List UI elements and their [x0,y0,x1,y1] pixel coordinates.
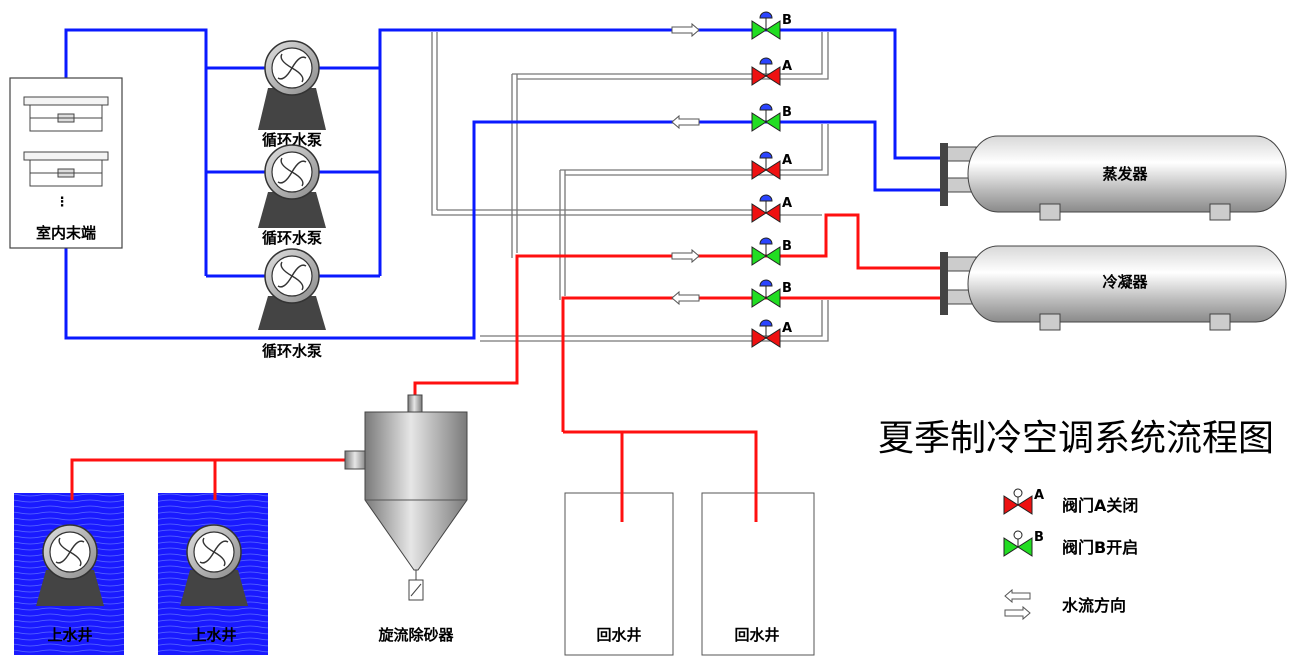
supply-well-1-label: 上水井 [47,626,92,644]
svg-text:B: B [782,13,792,28]
legend-valve-b: B 阀门B开启 [1003,530,1138,557]
supply-well-2-label: 上水井 [191,626,236,644]
return-well-1-label: 回水井 [596,626,641,644]
evaporator: 蒸发器 [940,135,1287,221]
circulation-pump-2: 循环水泵 [258,144,326,247]
pump-1-label: 循环水泵 [262,131,322,149]
svg-text:B: B [782,239,792,254]
legend-valve-a: A 阀门A关闭 [1003,488,1138,515]
chilled-water-pipes [64,28,945,340]
indoor-terminal: ⋮ 室内末端 [9,77,123,249]
condenser: 冷凝器 [940,245,1287,331]
pump-2-label: 循环水泵 [262,229,322,247]
return-well-2-label: 回水井 [734,626,779,644]
legend-flow: 水流方向 [1004,588,1126,621]
pump-3-label: 循环水泵 [262,342,322,360]
valve-a-3[interactable]: A [751,194,792,223]
return-well-2 [701,492,815,656]
valve-b-1[interactable]: B [751,11,792,40]
svg-text:A: A [782,321,792,336]
terminal-dots: ⋮ [56,195,69,210]
svg-text:B: B [1034,530,1044,545]
svg-text:A: A [782,196,792,211]
svg-text:B: B [782,105,792,120]
condenser-label: 冷凝器 [1102,273,1148,291]
well-pump-1 [36,524,104,606]
valve-b-2[interactable]: B [751,103,792,132]
legend: A 阀门A关闭 B 阀门B开启 水流方向 [1003,488,1138,621]
sand-separator-label: 旋流除砂器 [377,626,454,644]
valve-a-4[interactable]: A [751,319,792,348]
svg-text:B: B [782,281,792,296]
cooling-water-pipes [70,213,945,522]
circulation-pump-1: 循环水泵 [258,40,326,149]
return-well-1 [564,492,674,656]
diagram-title: 夏季制冷空调系统流程图 [878,418,1274,459]
svg-text:A: A [782,59,792,74]
svg-text:A: A [1034,488,1044,503]
terminal-unit-1 [23,96,109,132]
evaporator-label: 蒸发器 [1102,165,1148,183]
valve-a-1[interactable]: A [751,57,792,86]
idle-pipes [431,32,829,342]
well-pump-2 [180,524,248,606]
circulation-pump-3: 循环水泵 [258,248,326,360]
valve-a-2[interactable]: A [751,151,792,180]
valve-b-4[interactable]: B [751,279,792,308]
indoor-terminal-label: 室内末端 [36,224,96,242]
legend-valve-a-text: 阀门A关闭 [1062,496,1138,515]
terminal-unit-2 [23,151,109,187]
legend-valve-b-text: 阀门B开启 [1062,538,1138,557]
sand-separator: 旋流除砂器 [344,394,468,644]
legend-flow-text: 水流方向 [1062,596,1126,615]
flow-arrows [671,22,700,306]
svg-text:A: A [782,153,792,168]
valve-b-3[interactable]: B [751,237,792,266]
